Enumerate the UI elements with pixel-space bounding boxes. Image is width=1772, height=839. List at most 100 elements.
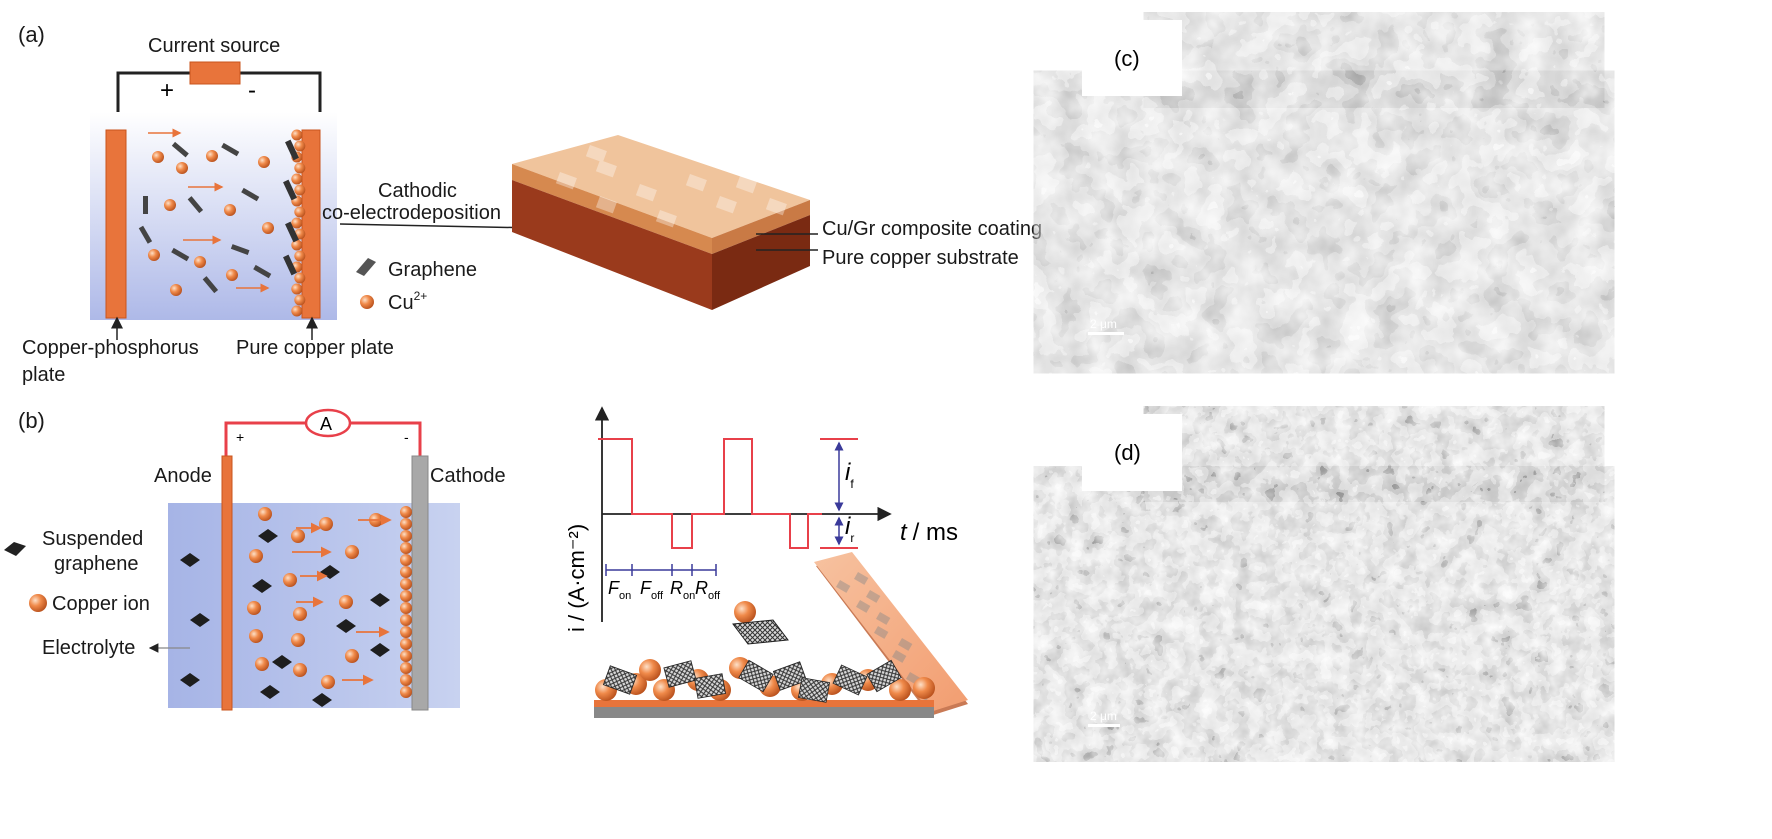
copper-ion xyxy=(291,529,305,543)
deposited-ion xyxy=(294,140,306,152)
process-arrow xyxy=(339,221,538,234)
coating-flake xyxy=(735,176,757,194)
substrate-front-face xyxy=(512,180,712,310)
deposited-ion xyxy=(291,283,303,295)
deposited-copper-layer xyxy=(594,700,934,707)
x-axis-label: t/ ms xyxy=(900,519,958,546)
deposited-ion xyxy=(294,250,306,262)
process-label-line2: co-electrodeposition xyxy=(322,202,501,224)
deposited-ion xyxy=(400,602,412,614)
graphene-flake xyxy=(230,244,250,255)
deposited-graphene-sheet xyxy=(602,665,638,695)
copper-ion xyxy=(148,249,160,261)
graphene-flake xyxy=(143,196,148,214)
cathode-plate xyxy=(301,129,321,319)
f-off-label: Foff xyxy=(640,578,664,602)
deposited-graphene-sheet xyxy=(832,664,868,696)
coating-flake xyxy=(595,196,617,214)
copper-ion xyxy=(345,649,359,663)
f-on-label: Fon xyxy=(608,578,631,602)
coating-flake xyxy=(715,196,737,214)
anode-rod xyxy=(221,455,233,711)
deposited-ion xyxy=(400,542,412,554)
coating-flake xyxy=(595,160,617,178)
graphene-legend-icon xyxy=(356,258,376,276)
plus-sign: + xyxy=(160,77,174,104)
pulse-waveform-plot: if ir t/ ms i / (A·cm⁻²) Fon Foff Ron Ro… xyxy=(564,406,958,632)
deposited-ion xyxy=(400,554,412,566)
graphene-flake xyxy=(171,141,189,158)
substrate-side-face xyxy=(712,215,810,310)
micrograph-d-cutout xyxy=(1082,414,1182,491)
copper-ion xyxy=(152,151,164,163)
process-label-line1: Cathodic xyxy=(378,180,457,202)
sheet-flake xyxy=(866,589,881,603)
copper-ion xyxy=(176,162,188,174)
copper-ion xyxy=(249,629,263,643)
copper-ion xyxy=(206,150,218,162)
micrograph-d-upper xyxy=(1182,414,1566,494)
cathode-substrate xyxy=(594,706,934,718)
deposited-ion xyxy=(400,626,412,638)
coating-graphene-flakes xyxy=(555,145,787,228)
anode-plate xyxy=(105,129,127,319)
deposited-copper-particle xyxy=(889,679,911,701)
coating-side-face xyxy=(712,200,810,254)
deposited-particles xyxy=(595,657,935,703)
deposited-copper-particle xyxy=(639,659,661,681)
cathode-rod xyxy=(411,455,429,711)
graphene-flake xyxy=(252,579,272,593)
graphene-flake xyxy=(180,553,200,567)
approaching-copper-ion xyxy=(734,601,756,623)
deposited-ion xyxy=(400,614,412,626)
anode-label-line1: Copper-phosphorus xyxy=(22,337,199,359)
amplitude-ticks xyxy=(820,438,858,549)
copper-ion xyxy=(249,549,263,563)
anode-label-b: Anode xyxy=(154,465,212,487)
deposited-ion xyxy=(294,206,306,218)
approaching-graphene xyxy=(732,619,789,645)
deposited-ion xyxy=(400,506,412,518)
deposited-ion xyxy=(291,173,303,185)
plus-sign-b: + xyxy=(236,429,244,445)
sheet-flake xyxy=(836,580,851,593)
panel-c: (c) 2 μm xyxy=(1082,20,1566,348)
graphene-flake xyxy=(190,613,210,627)
graphene-flake xyxy=(370,593,390,607)
copper-ion xyxy=(170,284,182,296)
copper-ion xyxy=(226,269,238,281)
sheet-flake xyxy=(892,649,907,663)
graphene-flake xyxy=(272,655,292,669)
copper-ion xyxy=(224,204,236,216)
deposited-copper-particle xyxy=(913,677,935,699)
deposited-graphene-sheet xyxy=(866,659,902,693)
deposited-graphene xyxy=(283,254,297,276)
substrate-label: Pure copper substrate xyxy=(822,247,1019,269)
graphene-flake xyxy=(180,673,200,687)
current-source-symbol xyxy=(189,61,241,85)
copper-ion xyxy=(283,573,297,587)
deposited-graphene-sheet xyxy=(738,659,774,693)
pulse-curve xyxy=(598,438,822,549)
copper-ion xyxy=(345,545,359,559)
forward-current-label: if xyxy=(845,459,854,491)
scale-bar-c xyxy=(1088,332,1124,335)
deposited-ion xyxy=(291,129,303,141)
circuit-wire xyxy=(116,71,322,130)
graphene-flake xyxy=(253,264,272,279)
coating-flake xyxy=(635,184,657,202)
graphene-legend-label: Graphene xyxy=(388,259,477,281)
sheet-flake xyxy=(874,625,889,639)
scale-label-c: 2 μm xyxy=(1090,317,1117,331)
deposited-graphene xyxy=(283,179,297,201)
deposited-ion xyxy=(400,518,412,530)
suspended-label-line2: graphene xyxy=(54,553,139,575)
graphene-flake xyxy=(241,187,260,202)
deposited-ion xyxy=(291,239,303,251)
scale-label-d: 2 μm xyxy=(1090,709,1117,723)
micrograph-c-upper xyxy=(1182,20,1566,100)
copper-ion xyxy=(258,507,272,521)
deposited-graphene-sheet xyxy=(798,677,830,703)
deposited-ion xyxy=(400,530,412,542)
r-off-label: Roff xyxy=(695,578,721,602)
